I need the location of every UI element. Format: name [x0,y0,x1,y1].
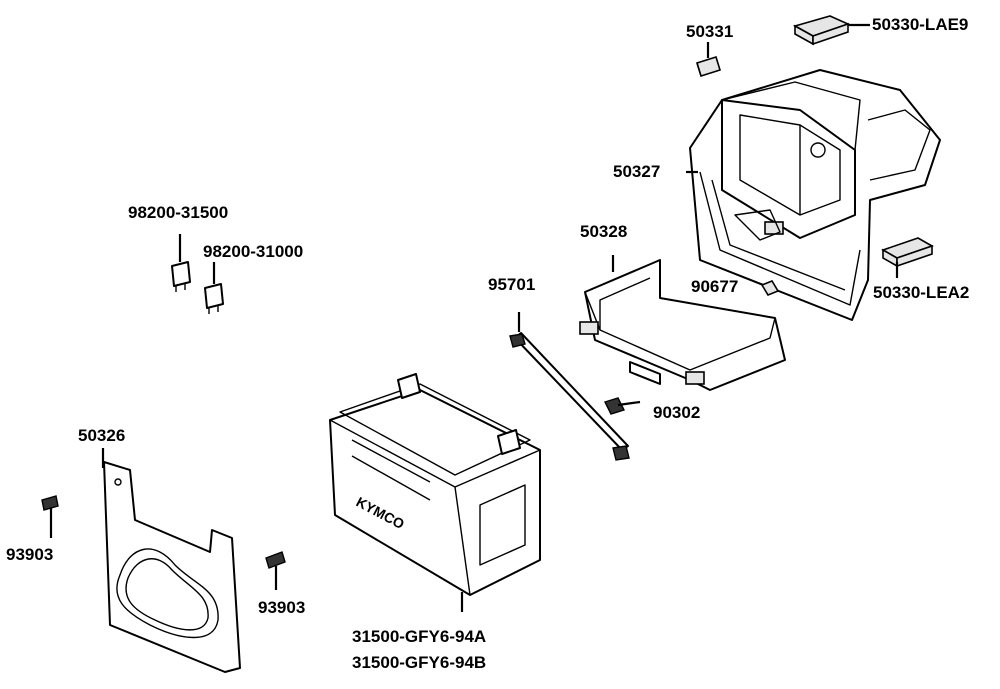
label-50331: 50331 [686,22,734,41]
label-31500-gfy6-94a: 31500-GFY6-94A [352,627,487,646]
label-93903-left: 93903 [6,545,54,564]
pad-50330-lae9-part [792,15,851,46]
label-98200-31000: 98200-31000 [203,242,304,261]
label-50328: 50328 [580,222,628,241]
fuse-98200-31500-part [171,261,191,292]
label-90302: 90302 [653,403,701,422]
label-95701: 95701 [488,275,536,294]
clip-nut-90677-part [760,280,780,296]
label-50326: 50326 [78,426,126,445]
pad-50330-lea2-part [881,237,934,268]
strap-95701-part [509,332,630,461]
label-50330-lae9: 50330-LAE9 [872,15,969,34]
label-93903-right: 93903 [258,598,306,617]
label-98200-31500: 98200-31500 [128,203,229,222]
label-50330-lea2: 50330-LEA2 [873,283,970,302]
pad-50331-part [696,55,721,78]
battery-tray-50328-part [579,259,786,391]
label-90677: 90677 [691,277,739,296]
screw-93903-right-part [265,551,286,590]
bolt-90302-part [604,397,641,415]
label-31500-gfy6-94b: 31500-GFY6-94B [352,653,487,672]
label-50327: 50327 [613,162,661,181]
fuse-98200-31000-part [204,283,224,314]
battery-31500-part: KYMCO [329,373,541,596]
cover-50326-part [103,461,241,673]
battery-box-part [689,69,941,321]
screw-93903-left-part [41,495,59,538]
